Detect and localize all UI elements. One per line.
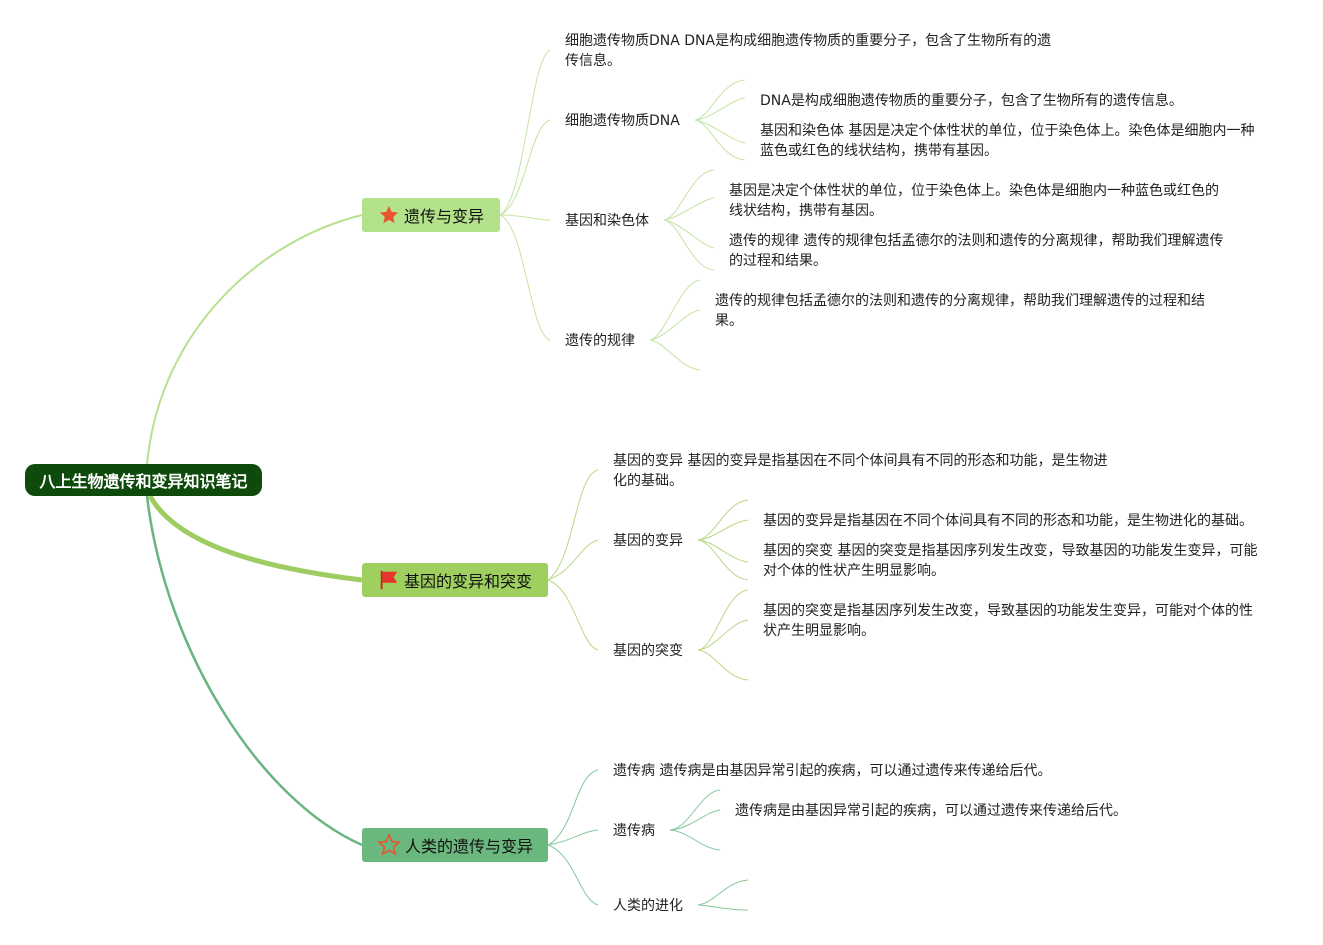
subtopic-node[interactable]: 基因和染色体 基因是决定个体性状的单位，位于染色体上。染色体是细胞内一种蓝色或红… bbox=[760, 123, 1255, 159]
topic-node[interactable]: 遗传病 遗传病是由基因异常引起的疾病，可以通过遗传来传递给后代。 bbox=[613, 763, 1052, 779]
links-b2 bbox=[547, 469, 749, 681]
topic-node[interactable]: 基因的突变 bbox=[613, 643, 683, 659]
topic-node[interactable]: 细胞遗传物质DNA DNA是构成细胞遗传物质的重要分子，包含了生物所有的遗传信息… bbox=[565, 33, 1052, 69]
branch-human-heredity[interactable]: 人类的遗传与变异 bbox=[362, 828, 548, 862]
topic-node[interactable]: 人类的进化 bbox=[613, 898, 683, 914]
topic-node[interactable]: 基因和染色体 bbox=[565, 213, 649, 229]
root-topic-label: 八上生物遗传和变异知识笔记 bbox=[39, 472, 248, 491]
topic-node[interactable]: 基因的变异 bbox=[613, 533, 683, 549]
branch-label: 基因的变异和突变 bbox=[403, 572, 532, 591]
link-root-b3 bbox=[145, 495, 363, 847]
branch-gene-variation-mutation[interactable]: 基因的变异和突变 bbox=[362, 563, 548, 597]
subtopic-node[interactable]: 基因是决定个体性状的单位，位于染色体上。染色体是细胞内一种蓝色或红色的线状结构，… bbox=[729, 183, 1219, 219]
branch-heredity-variation[interactable]: 遗传与变异 bbox=[362, 198, 500, 232]
subtopic-node[interactable]: 基因的变异是指基因在不同个体间具有不同的形态和功能，是生物进化的基础。 bbox=[763, 513, 1253, 529]
subtopic-node[interactable]: 基因的突变 基因的突变是指基因序列发生改变，导致基因的功能发生变异，可能对个体的… bbox=[763, 543, 1258, 579]
topic-node[interactable]: 基因的变异 基因的变异是指基因在不同个体间具有不同的形态和功能，是生物进化的基础… bbox=[613, 453, 1108, 489]
root-topic[interactable]: 八上生物遗传和变异知识笔记 bbox=[25, 464, 262, 496]
subtopic-node[interactable]: 遗传病是由基因异常引起的疾病，可以通过遗传来传递给后代。 bbox=[735, 803, 1127, 819]
links-b1 bbox=[499, 49, 746, 371]
topic-node[interactable]: 细胞遗传物质DNA bbox=[565, 113, 680, 129]
topic-node[interactable]: 遗传的规律 bbox=[565, 333, 635, 349]
star-outline-icon bbox=[377, 833, 401, 856]
link-root-b1 bbox=[146, 214, 363, 465]
subtopic-node[interactable]: 遗传的规律包括孟德尔的法则和遗传的分离规律，帮助我们理解遗传的过程和结果。 bbox=[715, 293, 1205, 329]
star-filled-icon bbox=[379, 205, 399, 224]
topic-node[interactable]: 遗传病 bbox=[613, 823, 655, 839]
links-b3 bbox=[547, 769, 749, 911]
branch-label: 遗传与变异 bbox=[403, 207, 484, 226]
subtopic-node[interactable]: 遗传的规律 遗传的规律包括孟德尔的法则和遗传的分离规律，帮助我们理解遗传的过程和… bbox=[729, 233, 1224, 269]
link-root-b2 bbox=[147, 494, 363, 583]
subtopic-node[interactable]: 基因的突变是指基因序列发生改变，导致基因的功能发生变异，可能对个体的性状产生明显… bbox=[763, 603, 1253, 639]
flag-icon bbox=[380, 570, 398, 590]
branch-label: 人类的遗传与变异 bbox=[404, 837, 533, 856]
subtopic-node[interactable]: DNA是构成细胞遗传物质的重要分子，包含了生物所有的遗传信息。 bbox=[760, 93, 1183, 109]
